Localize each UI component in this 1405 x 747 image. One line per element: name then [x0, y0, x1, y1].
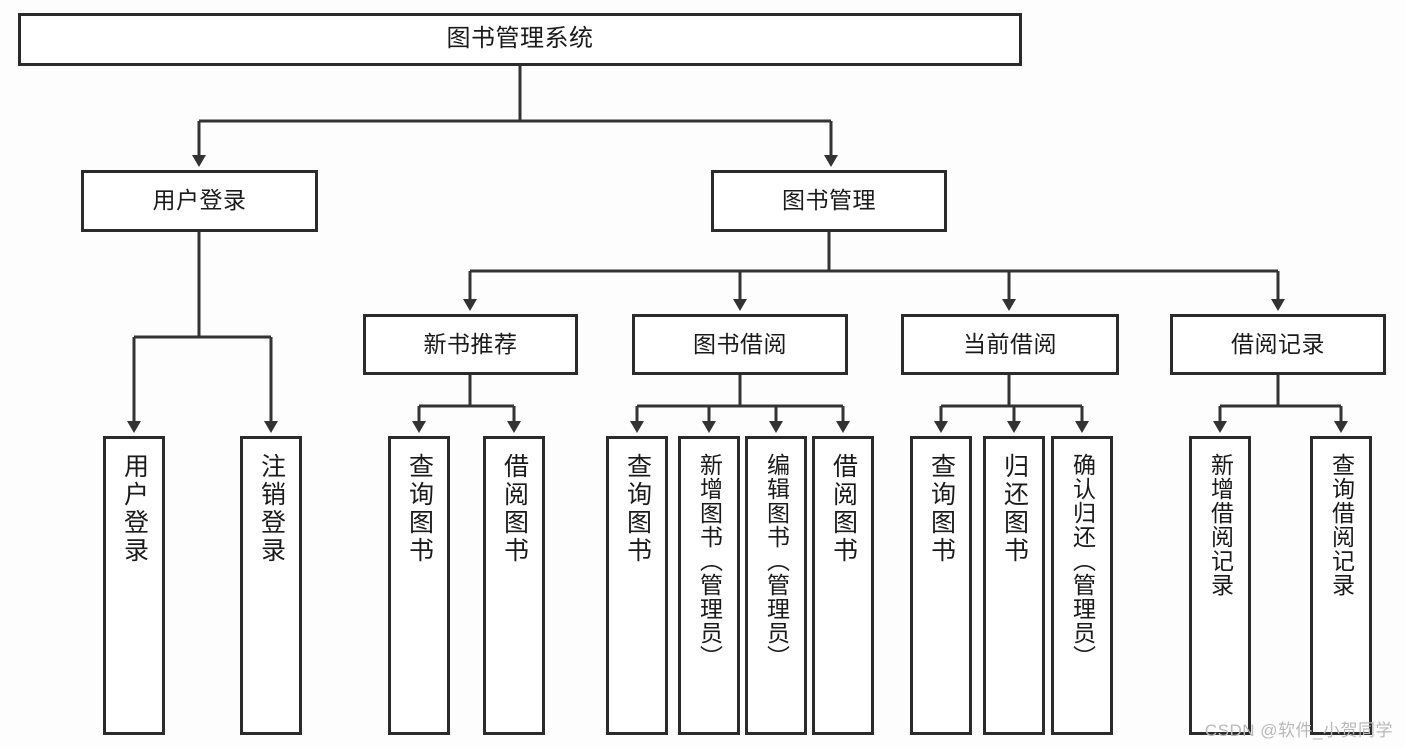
leaf-query-borrow-record[interactable]: 查询借阅记录 — [1310, 436, 1372, 735]
leaf-add-book-admin-label: 新增图书（管理员） — [696, 453, 723, 669]
node-book-management[interactable]: 图书管理 — [711, 170, 947, 232]
leaf-user-login-label: 用户登录 — [120, 453, 149, 565]
node-user-login-label: 用户登录 — [152, 187, 247, 214]
node-new-book-recommend-label: 新书推荐 — [423, 330, 518, 357]
node-current-borrow[interactable]: 当前借阅 — [901, 314, 1119, 375]
leaf-query-borrow-record-label: 查询借阅记录 — [1328, 453, 1355, 597]
leaf-borrow-book-recommend-label: 借阅图书 — [500, 453, 529, 565]
node-book-management-label: 图书管理 — [782, 187, 876, 214]
leaf-query-book-recommend-label: 查询图书 — [405, 453, 434, 565]
leaf-edit-book-admin[interactable]: 编辑图书（管理员） — [745, 436, 807, 735]
node-book-borrow[interactable]: 图书借阅 — [632, 314, 848, 375]
leaf-query-book-recommend[interactable]: 查询图书 — [388, 436, 450, 735]
leaf-query-book-borrow-label: 查询图书 — [623, 453, 652, 565]
node-root-label: 图书管理系统 — [446, 25, 594, 53]
node-book-borrow-label: 图书借阅 — [693, 330, 787, 357]
leaf-add-borrow-record-label: 新增借阅记录 — [1207, 453, 1234, 597]
leaf-return-book[interactable]: 归还图书 — [983, 436, 1045, 735]
leaf-confirm-return-admin[interactable]: 确认归还（管理员） — [1051, 436, 1113, 735]
leaf-add-book-admin[interactable]: 新增图书（管理员） — [678, 436, 740, 735]
node-borrow-record-label: 借阅记录 — [1231, 330, 1325, 357]
leaf-user-login[interactable]: 用户登录 — [103, 436, 165, 735]
leaf-confirm-return-admin-label: 确认归还（管理员） — [1069, 453, 1096, 669]
leaf-query-book-current[interactable]: 查询图书 — [910, 436, 972, 735]
leaf-query-book-borrow[interactable]: 查询图书 — [606, 436, 668, 735]
leaf-lend-book[interactable]: 借阅图书 — [812, 436, 874, 735]
leaf-query-book-current-label: 查询图书 — [927, 453, 956, 565]
node-new-book-recommend[interactable]: 新书推荐 — [363, 314, 578, 375]
leaf-add-borrow-record[interactable]: 新增借阅记录 — [1189, 436, 1251, 735]
node-borrow-record[interactable]: 借阅记录 — [1170, 314, 1386, 375]
leaf-borrow-book-recommend[interactable]: 借阅图书 — [483, 436, 545, 735]
node-current-borrow-label: 当前借阅 — [963, 330, 1057, 357]
node-root[interactable]: 图书管理系统 — [18, 13, 1022, 66]
leaf-logout-label: 注销登录 — [257, 453, 286, 565]
leaf-logout[interactable]: 注销登录 — [240, 436, 302, 735]
leaf-lend-book-label: 借阅图书 — [829, 453, 858, 565]
leaf-edit-book-admin-label: 编辑图书（管理员） — [763, 453, 790, 669]
node-user-login[interactable]: 用户登录 — [81, 170, 318, 232]
watermark: CSDN @软件_小贺同学 — [1204, 721, 1393, 740]
leaf-return-book-label: 归还图书 — [1000, 453, 1029, 565]
